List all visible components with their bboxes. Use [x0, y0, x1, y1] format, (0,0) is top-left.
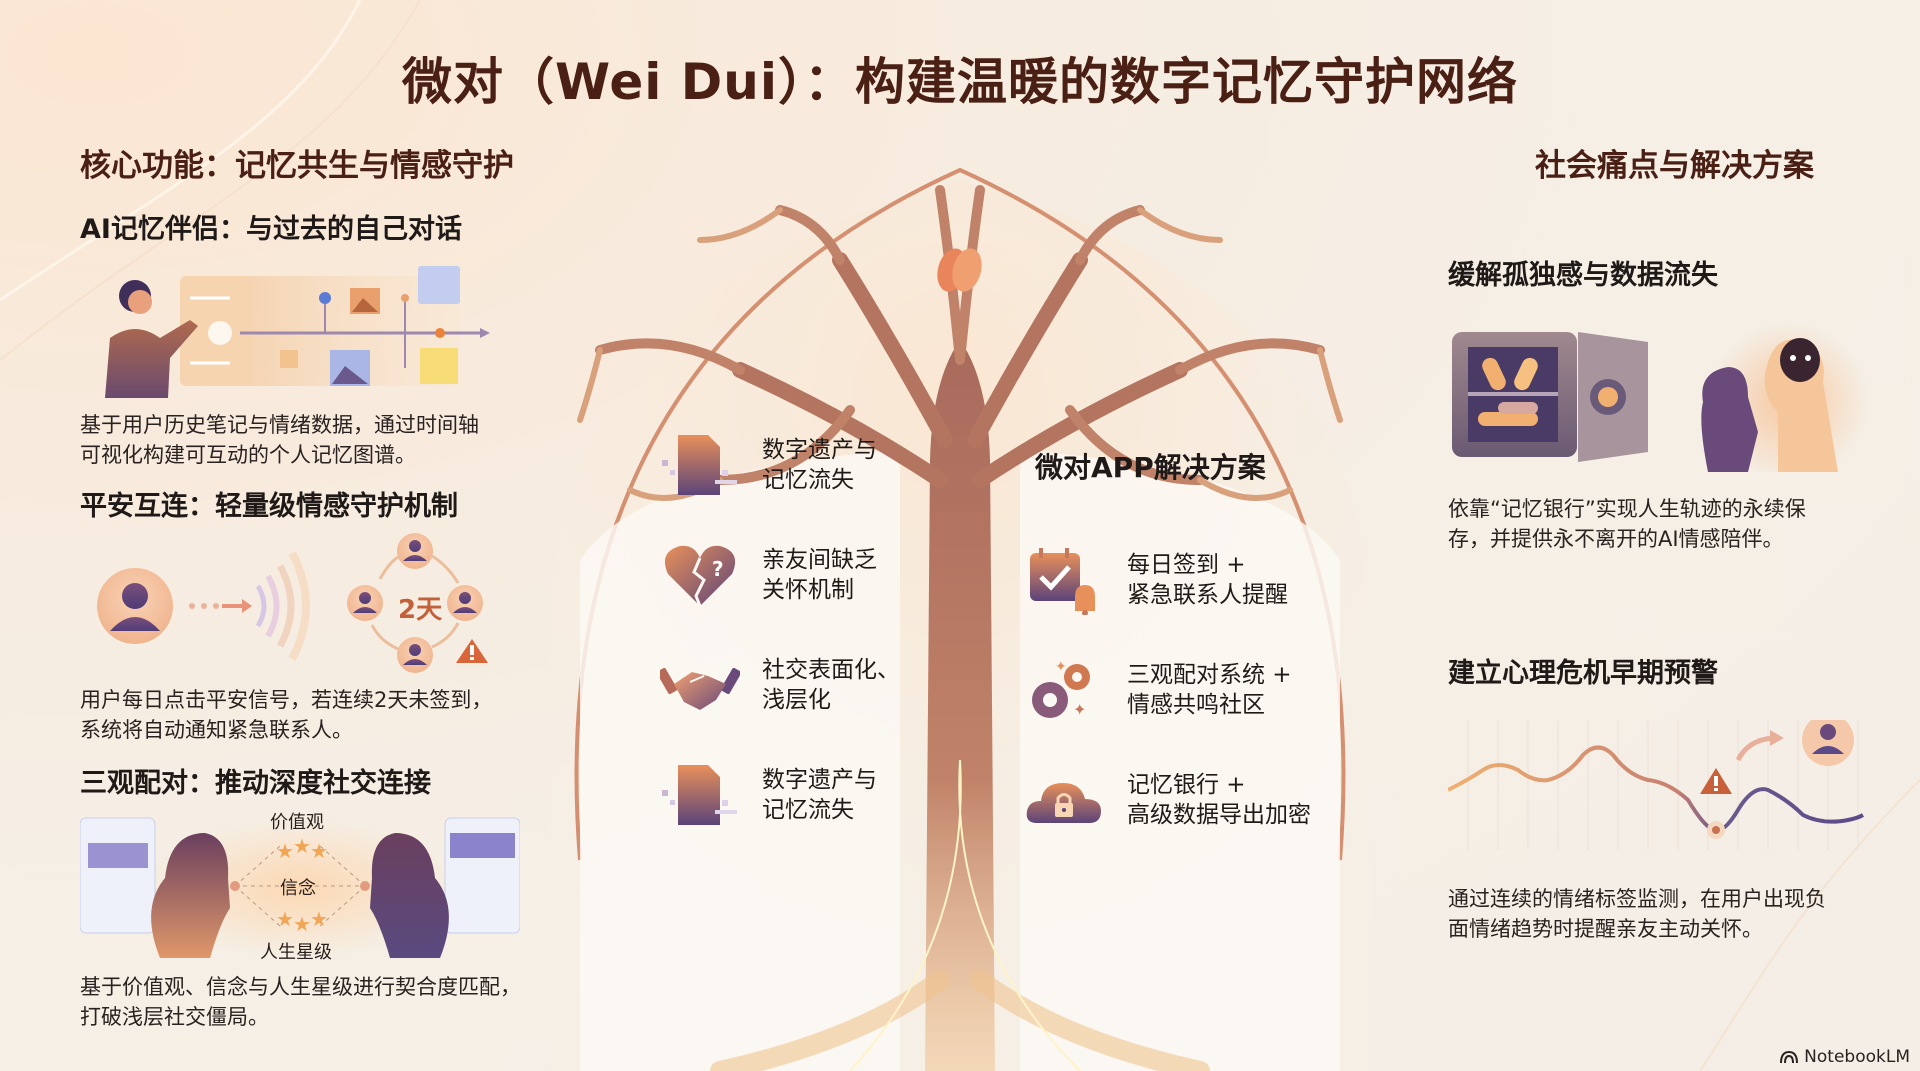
cloud-lock-icon	[1026, 783, 1101, 823]
feature-safety-description: 用户每日点击平安信号，若连续2天未签到， 系统将自动通知紧急联系人。	[80, 688, 493, 742]
match-label-values: 价值观	[270, 812, 324, 833]
values-matching-illustration: ★★★ ★★★ 价值观 信念 人生星级	[79, 808, 560, 963]
svg-text:?: ?	[712, 557, 724, 581]
emotion-trend-chart-illustration	[1447, 714, 1868, 860]
handshake-icon	[660, 667, 740, 710]
solution-matching-community: ✦ ✦ 三观配对系统 + 情感共鸣社区	[1025, 655, 1292, 725]
svg-text:★: ★	[276, 839, 294, 863]
feature-ai-companion-description: 基于用户历史笔记与情绪数据，通过时间轴 可视化构建可互动的个人记忆图谱。	[80, 413, 479, 467]
pain-point-label: 亲友间缺乏 关怀机制	[762, 547, 877, 603]
feature-ai-companion-heading: AI记忆伴侣：与过去的自己对话	[80, 214, 462, 245]
feature-matching-heading: 三观配对：推动深度社交连接	[80, 768, 431, 799]
pain-point-label: 数字遗产与 记忆流失	[762, 767, 877, 823]
loneliness-heading: 缓解孤独感与数据流失	[1448, 260, 1718, 291]
solution-checkin-alert: 每日签到 + 紧急联系人提醒	[1025, 545, 1288, 615]
svg-text:★: ★	[310, 907, 328, 931]
notebooklm-watermark: NotebookLM	[1780, 1047, 1910, 1067]
timeline-memory-illustration	[80, 258, 560, 398]
gears-sparkle-icon: ✦ ✦	[1032, 659, 1090, 719]
pain-point-shallow-social: 社交表面化、 浅层化	[660, 650, 900, 720]
crisis-warning-description: 通过连续的情绪标签监测，在用户出现负 面情绪趋势时提醒亲友主动关怀。	[1448, 887, 1826, 941]
feature-matching-description: 基于价值观、信念与人生星级进行契合度匹配， 打破浅层社交僵局。	[80, 975, 521, 1029]
feature-safety-heading: 平安互连：轻量级情感守护机制	[80, 491, 458, 522]
svg-text:★: ★	[310, 839, 328, 863]
loneliness-block: 缓解孤独感与数据流失 依靠“记忆银行”实现人生轨迹的永续保 存，并提供永	[1448, 253, 1868, 554]
core-features-column: 核心功能：记忆共生与情感守护 AI记忆伴侣：与过去的自己对话	[79, 140, 560, 1032]
notebooklm-label: NotebookLM	[1804, 1047, 1910, 1067]
heart-leaf-icon	[937, 248, 982, 292]
broken-heart-question-icon: ?	[664, 545, 736, 607]
svg-text:★: ★	[293, 834, 311, 858]
pain-point-label: 数字遗产与 记忆流失	[762, 437, 877, 493]
match-label-life-stars: 人生星级	[260, 942, 332, 963]
solution-memory-bank: 记忆银行 + 高级数据导出加密	[1025, 765, 1311, 835]
crisis-warning-heading: 建立心理危机早期预警	[1448, 658, 1718, 689]
loneliness-description: 依靠“记忆银行”实现人生轨迹的永续保 存，并提供永不离开的AI情感陪伴。	[1448, 497, 1806, 551]
cycle-days-label: 2天	[398, 595, 443, 625]
crisis-warning-block: 建立心理危机早期预警 通过连续的情绪标签监测，在用户出现负	[1447, 651, 1868, 944]
calendar-check-bell-icon	[1030, 548, 1095, 615]
svg-text:★: ★	[276, 907, 294, 931]
svg-text:✦: ✦	[1055, 659, 1067, 675]
notebooklm-logo-icon	[1780, 1050, 1799, 1064]
pain-point-lack-of-care: ? 亲友间缺乏 关怀机制	[660, 540, 877, 610]
safety-signal-illustration: 2天	[80, 531, 560, 681]
solution-label: 每日签到 + 紧急联系人提醒	[1127, 552, 1288, 608]
solutions-title: 微对APP解决方案	[1035, 451, 1266, 484]
pain-point-digital-legacy-2: 数字遗产与 记忆流失	[660, 760, 877, 830]
tree-diagram: 数字遗产与 记忆流失 ? 亲友间缺乏 关怀机制 社交表面化、 浅层化 数字遗产与…	[520, 160, 1400, 1071]
core-features-title: 核心功能：记忆共生与情感守护	[80, 148, 514, 184]
svg-text:★: ★	[293, 912, 311, 936]
fading-document-icon	[662, 435, 737, 495]
social-issues-title: 社会痛点与解决方案	[1535, 148, 1814, 184]
memory-vault-companion-illustration	[1448, 322, 1868, 482]
tree-illustration	[550, 167, 1370, 1071]
pain-point-label: 社交表面化、 浅层化	[762, 657, 900, 713]
page-title: 微对（Wei Dui）：构建温暖的数字记忆守护网络	[401, 53, 1519, 111]
match-label-beliefs: 信念	[280, 878, 316, 899]
pain-point-digital-legacy: 数字遗产与 记忆流失	[660, 430, 877, 500]
fading-document-icon	[662, 765, 737, 825]
solution-label: 三观配对系统 + 情感共鸣社区	[1127, 662, 1292, 718]
solution-label: 记忆银行 + 高级数据导出加密	[1127, 772, 1311, 828]
svg-text:✦: ✦	[1073, 700, 1086, 719]
